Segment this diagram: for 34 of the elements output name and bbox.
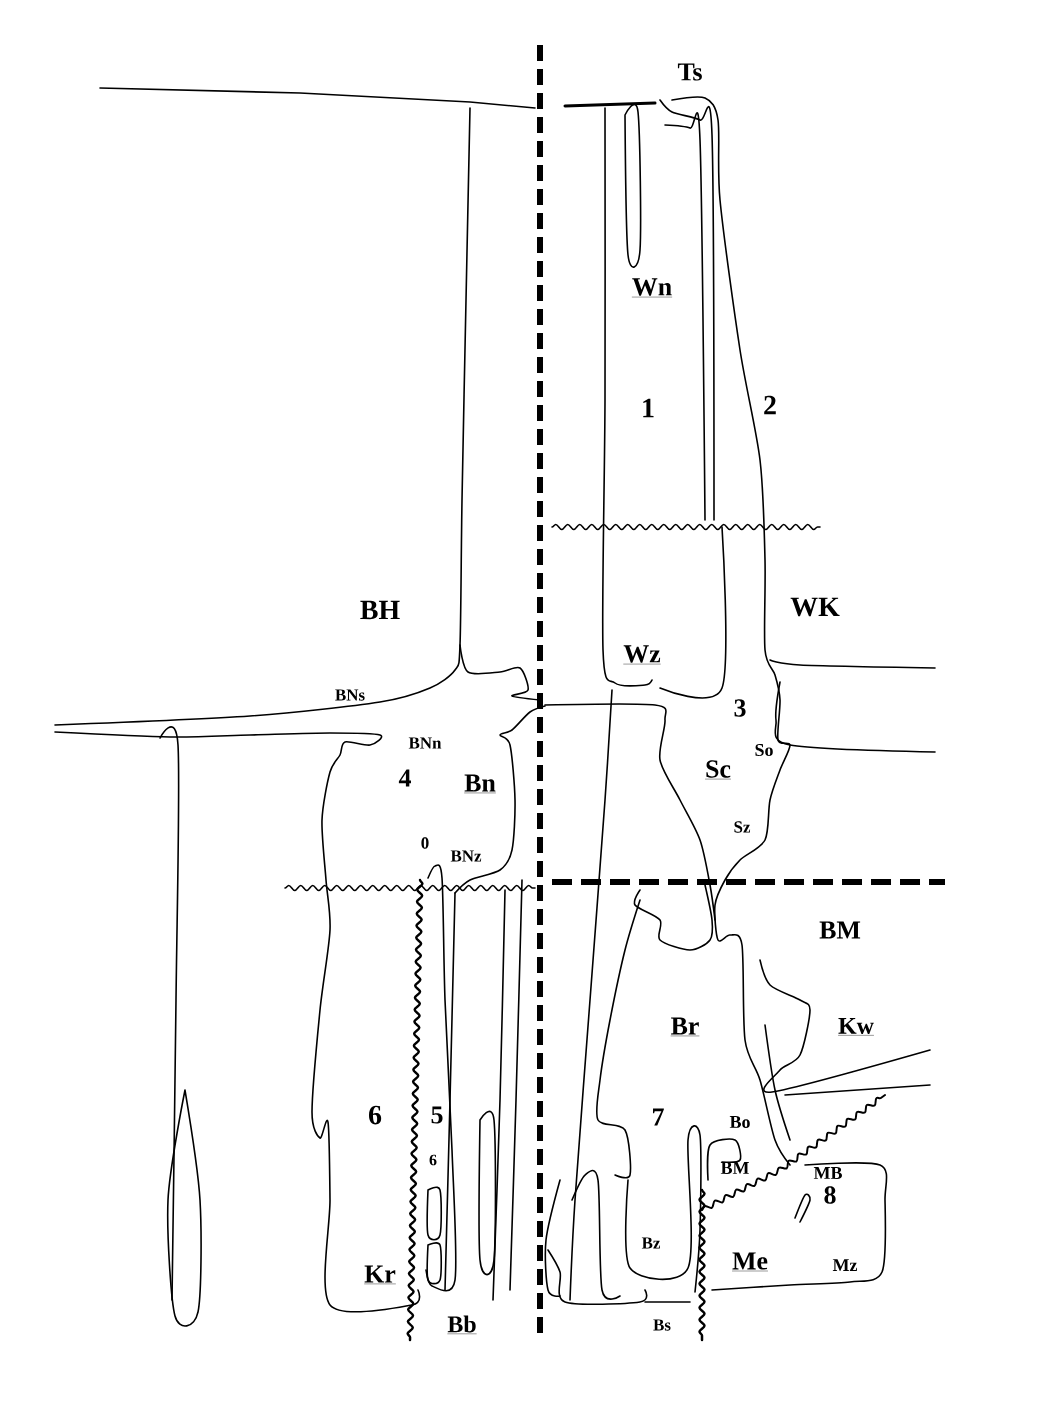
region-label: BNs: [335, 689, 365, 701]
region-label: Ts: [677, 63, 702, 81]
region-label: Bz: [641, 1237, 661, 1249]
region-label: 0: [421, 837, 429, 849]
region-label: 6: [369, 1105, 382, 1125]
region-label: Mz: [832, 1259, 858, 1271]
region-label: Bb: [447, 1315, 477, 1334]
region-label: 2: [764, 395, 776, 415]
region-label: Bo: [729, 1116, 750, 1128]
region-label: Sc: [704, 760, 732, 780]
region-label: 8: [824, 1186, 836, 1204]
region-label: Wn: [631, 278, 673, 298]
region-label: Bn: [463, 774, 497, 794]
region-label: 1: [643, 398, 654, 418]
region-label: 7: [653, 1108, 664, 1126]
region-label: 6: [429, 1154, 437, 1166]
region-label: WK: [790, 597, 840, 617]
region-label: Kw: [837, 1018, 875, 1036]
region-label: BNz: [450, 850, 482, 862]
region-label: 3: [734, 699, 746, 717]
region-label: MB: [813, 1167, 842, 1179]
region-label: Wz: [623, 645, 661, 665]
region-label: 5: [431, 1106, 443, 1124]
region-label: Sz: [734, 821, 751, 833]
region-label: Br: [670, 1017, 700, 1037]
region-label: Bs: [653, 1319, 671, 1331]
region-label: So: [755, 744, 773, 757]
region-label: BH: [360, 600, 400, 620]
region-label: 4: [398, 769, 411, 787]
region-label: BNn: [408, 737, 442, 749]
region-label: BM: [720, 1162, 749, 1174]
region-label: Me: [731, 1252, 769, 1272]
region-label: BM: [819, 921, 861, 939]
region-label: Kr: [364, 1265, 397, 1285]
